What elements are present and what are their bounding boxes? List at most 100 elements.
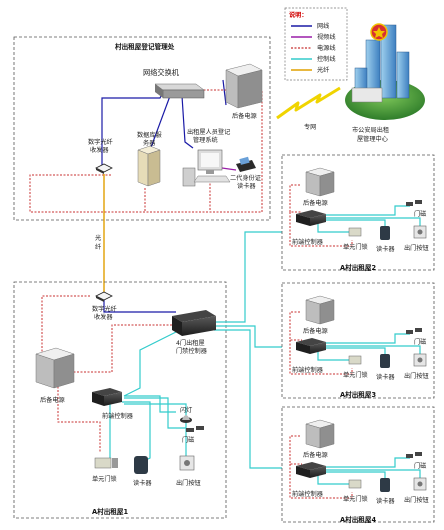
- house1-title: A村出租屋1: [92, 507, 128, 516]
- pc-tower: [182, 167, 196, 187]
- house2-front-ctrl-label: 前端控制器: [292, 238, 324, 246]
- house4-door-magnet-label: 门磁: [414, 462, 426, 470]
- house3-unit-lock-label: 单元门锁: [343, 371, 368, 379]
- net-line-switch-db: [149, 95, 171, 151]
- house1-box: [13, 281, 227, 519]
- house1-exit-button-label: 出门按钮: [176, 479, 201, 487]
- legend-label-control: 控制线: [317, 55, 336, 63]
- house4-box: [281, 406, 435, 523]
- switch-label: 网络交换机: [143, 68, 180, 77]
- h1-transceiver-side: [96, 296, 104, 302]
- fc1-front: [104, 392, 122, 406]
- house2-box: [281, 154, 435, 271]
- house3-title: A村出租屋3: [340, 390, 376, 399]
- mgmt-pc: [182, 149, 231, 187]
- c4-top: [172, 310, 216, 322]
- legend-label-video: 视频线: [317, 33, 336, 41]
- house4-unit-lock-label: 单元门锁: [343, 495, 368, 503]
- net-line-switch-pc: [181, 95, 194, 149]
- h3-ctrl-button: [325, 345, 421, 354]
- pc-stand: [206, 170, 214, 174]
- h2-power-line-b: [289, 212, 353, 247]
- house1-transceiver-label-line1: 数字光纤: [92, 305, 117, 313]
- legend-label-power: 电源线: [317, 44, 336, 52]
- h3-ctrl-reader: [325, 347, 386, 356]
- h2-fc-top: [296, 210, 326, 218]
- house1-door-magnet-icon: [186, 426, 204, 432]
- controller4-label-line2: 门禁控制器: [176, 347, 208, 355]
- h3-ctrl-lock: [317, 350, 350, 361]
- private-net-lightning-icon: [276, 86, 341, 120]
- tower-2: [380, 24, 397, 99]
- db-left: [137, 149, 149, 187]
- low-building: [351, 87, 383, 103]
- h2-power-left: [305, 171, 321, 197]
- legend-box: [284, 7, 348, 81]
- house1-transceiver-label-line2: 收发器: [94, 313, 113, 321]
- h3-lock-icon: [348, 355, 362, 365]
- h2-ctrl-magnet: [325, 205, 410, 216]
- ctrl-line-button: [124, 403, 187, 458]
- house2-door-magnet-label: 门磁: [414, 210, 426, 218]
- id-reader-label-line2: 读卡器: [237, 182, 256, 190]
- h2-button-dot: [417, 229, 423, 235]
- c4-side: [172, 316, 182, 336]
- center-label-line2: 屋管理中心: [357, 135, 388, 143]
- house4-reader-label: 读卡器: [376, 497, 395, 505]
- controller4-label-line1: 4门出租屋: [176, 339, 205, 347]
- house1-transceiver: [95, 291, 113, 302]
- house4-exit-button-label: 出门按钮: [404, 496, 429, 504]
- flash-light-icon: [180, 415, 192, 423]
- house1-door-magnet-label: 门磁: [182, 436, 194, 444]
- h3-magnet-b: [415, 328, 422, 332]
- ctrl-line-magnet: [124, 397, 186, 429]
- office-transceiver-label-line2: 收发器: [90, 146, 109, 154]
- office-transceiver: [95, 163, 113, 174]
- h4-power-line: [289, 435, 302, 465]
- house1-exit-button-icon: [179, 455, 195, 471]
- ctrl-line-house2: [214, 231, 282, 323]
- fiber-label-line1: 光: [95, 234, 101, 242]
- h4-magnet-b: [415, 452, 422, 456]
- h3-magnet-a: [406, 330, 413, 334]
- power-left: [225, 69, 239, 109]
- h3-reader-icon: [380, 354, 390, 368]
- pc-keyboard: [193, 175, 231, 183]
- power-line-office: [29, 89, 263, 213]
- house-2: A村出租屋2 后备电源 前端控制器 单元门锁 读卡器 出门按钮 门磁: [281, 154, 435, 272]
- legend-title: 说明：: [289, 11, 308, 19]
- video-line-reader: [221, 167, 237, 171]
- h3-power-left: [305, 299, 321, 325]
- h4-power-right: [319, 423, 335, 449]
- office-transceiver-label-line1: 数字光纤: [88, 138, 113, 146]
- legend: 说明： 网线 视频线 电源线 控制线 光纤: [284, 7, 348, 81]
- h3-power-line: [289, 311, 302, 341]
- house3-box: [281, 282, 435, 399]
- h3-ctrl-magnet: [325, 333, 410, 344]
- h2-reader-icon: [380, 226, 390, 240]
- h2-magnet-a: [406, 202, 413, 206]
- db-label-line1: 数据库服: [137, 131, 162, 139]
- legend-label-network: 网线: [317, 22, 329, 30]
- net-line-power-switch: [222, 79, 227, 106]
- legend-label-fiber: 光纤: [317, 66, 329, 74]
- flash-dome: [182, 415, 190, 420]
- h4-magnet-a: [406, 454, 413, 458]
- c4-front: [182, 316, 216, 336]
- magnet-a: [186, 428, 194, 432]
- house-3: A村出租屋3 后备电源 前端控制器 单元门锁 读卡器 出门按钮 门磁: [281, 282, 435, 399]
- h3-fc-top: [296, 338, 326, 346]
- h2-power-line: [289, 184, 302, 213]
- house1-unit-lock-label: 单元门锁: [92, 475, 117, 483]
- center-label-line1: 市公安局出租: [352, 126, 389, 134]
- house1-front-ctrl-label: 前端控制器: [102, 412, 134, 420]
- ctrl-line-reader: [122, 401, 151, 463]
- house1-power-line-a: [41, 295, 90, 352]
- house1-power-line-b: [70, 324, 172, 373]
- flash-label: 闪灯: [180, 406, 192, 414]
- house2-unit-lock-label: 单元门锁: [343, 243, 368, 251]
- house3-door-magnet-label: 门磁: [414, 338, 426, 346]
- network-switch: [154, 83, 205, 99]
- h4-power-left: [305, 423, 321, 449]
